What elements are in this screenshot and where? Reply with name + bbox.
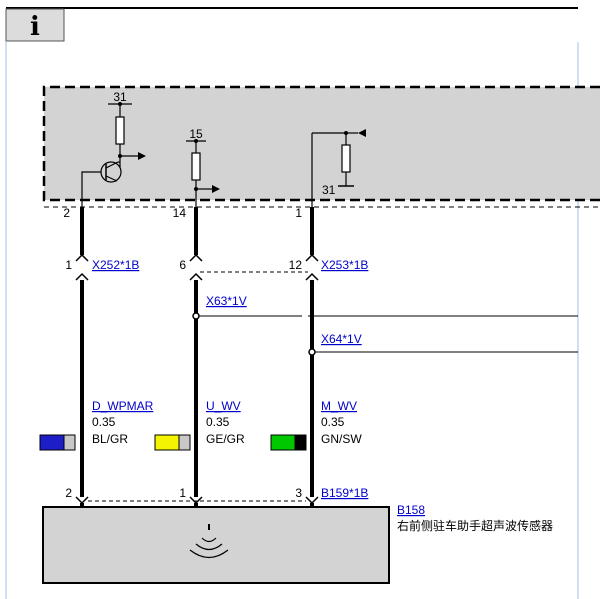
control-module-box (42, 85, 600, 202)
wire-bundle (75, 207, 578, 507)
b159-link[interactable]: B159*1B (321, 486, 368, 500)
control-module: 31 15 31 (42, 85, 600, 208)
resistor-right (341, 144, 351, 173)
module-pin-right: 1 (295, 206, 302, 220)
wire-color-swatch-right (270, 434, 307, 451)
middle-connector-pin: 6 (179, 258, 186, 272)
sensor-pin-right: 3 (295, 486, 302, 500)
resistor-middle (191, 152, 201, 181)
ultrasonic-sensor-icon (189, 524, 229, 559)
module-pin-left: 2 (63, 206, 70, 220)
wire-signal-d-wpmar[interactable]: D_WPMAR (92, 399, 154, 413)
component-id-link[interactable]: B158 (397, 503, 425, 517)
component-description-clip: 右前侧驻车助手超声波传感器 (397, 518, 553, 533)
output-arrow-middle (212, 185, 220, 193)
wire-color-code-middle: GE/GR (206, 432, 245, 446)
wire-color-swatch-left (39, 434, 76, 451)
resistor-left (115, 116, 125, 145)
info-button-bg (5, 8, 65, 42)
splice-x63 (192, 312, 200, 320)
output-arrow-left (138, 152, 146, 160)
supply-label-left: 31 (113, 90, 127, 104)
sensor-pin-middle: 1 (179, 486, 186, 500)
wire-signal-u-wv[interactable]: U_WV (206, 399, 241, 413)
splice-x64 (308, 348, 316, 356)
info-icon: i (30, 12, 40, 42)
wire-color-code-right: GN/SW (321, 432, 362, 446)
x253-pin: 12 (289, 258, 303, 272)
supply-label-middle: 15 (189, 127, 203, 141)
x253-link[interactable]: X253*1B (321, 258, 368, 272)
x64-link[interactable]: X64*1V (321, 332, 362, 346)
info-button[interactable]: i (5, 8, 65, 42)
sensor-pin-left: 2 (65, 486, 72, 500)
wire-size-right: 0.35 (321, 415, 345, 429)
module-pin-middle: 14 (173, 206, 187, 220)
wire-color-code-left: BL/GR (92, 432, 128, 446)
x252-pin: 1 (65, 258, 72, 272)
wire-signal-m-wv[interactable]: M_WV (321, 399, 357, 413)
ground-label-right: 31 (322, 183, 336, 197)
input-arrow-right (358, 129, 366, 137)
wire-size-middle: 0.35 (206, 415, 230, 429)
wire-color-swatch-middle (154, 434, 191, 451)
x63-link[interactable]: X63*1V (206, 294, 247, 308)
sensor-component-box (42, 506, 390, 584)
wire-size-left: 0.35 (92, 415, 116, 429)
x252-link[interactable]: X252*1B (92, 258, 139, 272)
component-description: 右前侧驻车助手超声波传感器 (397, 518, 553, 533)
